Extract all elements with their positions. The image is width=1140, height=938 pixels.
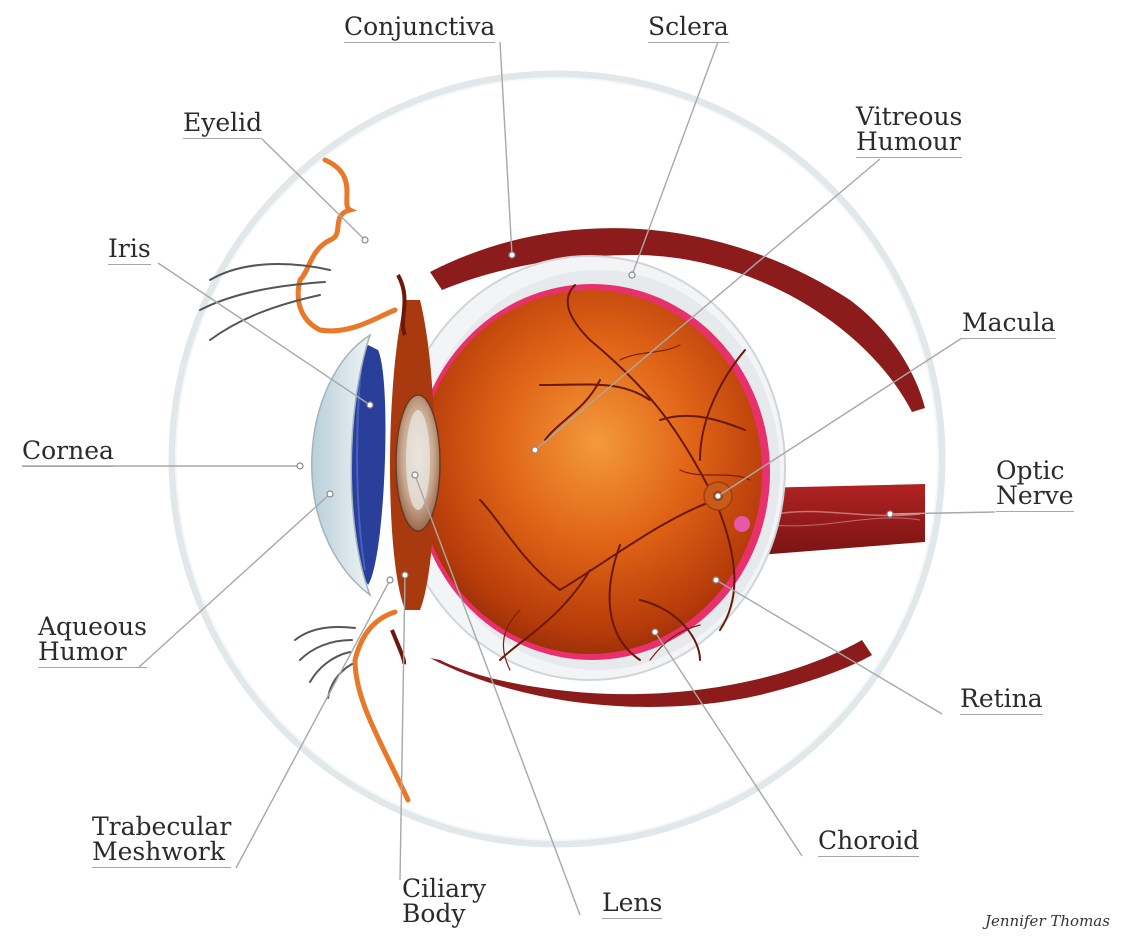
label-iris: Iris <box>108 236 151 265</box>
label-ciliary-line2: Body <box>402 901 486 926</box>
label-retina: Retina <box>960 686 1043 715</box>
eyelid-lower <box>355 612 408 800</box>
label-trabecular-line1: Trabecular <box>92 814 231 839</box>
label-lens: Lens <box>602 890 662 919</box>
label-optic-line2: Nerve <box>996 483 1074 508</box>
label-aqueous-line1: Aqueous <box>38 614 147 639</box>
label-sclera: Sclera <box>648 14 729 43</box>
label-trabecular-line2: Meshwork <box>92 839 231 864</box>
label-macula: Macula <box>962 310 1056 339</box>
label-optic-nerve: Optic Nerve <box>996 458 1074 512</box>
label-aqueous-humor: Aqueous Humor <box>38 614 147 668</box>
label-ciliary-line1: Ciliary <box>402 876 486 901</box>
label-cornea: Cornea <box>22 438 114 467</box>
label-conjunctiva: Conjunctiva <box>344 14 495 43</box>
label-optic-line1: Optic <box>996 458 1074 483</box>
optic-disc <box>734 516 750 532</box>
label-ciliary-body: Ciliary Body <box>402 876 486 926</box>
label-trabecular-meshwork: Trabecular Meshwork <box>92 814 231 868</box>
label-eyelid: Eyelid <box>183 110 262 139</box>
label-vitreous-humour: Vitreous Humour <box>856 104 962 158</box>
label-vitreous-line2: Humour <box>856 129 962 154</box>
label-aqueous-line2: Humor <box>38 639 147 664</box>
label-choroid: Choroid <box>818 828 919 857</box>
vitreous-body <box>418 290 762 654</box>
label-vitreous-line1: Vitreous <box>856 104 962 129</box>
eyelid-upper <box>298 160 395 331</box>
artist-signature: Jennifer Thomas <box>985 912 1110 930</box>
